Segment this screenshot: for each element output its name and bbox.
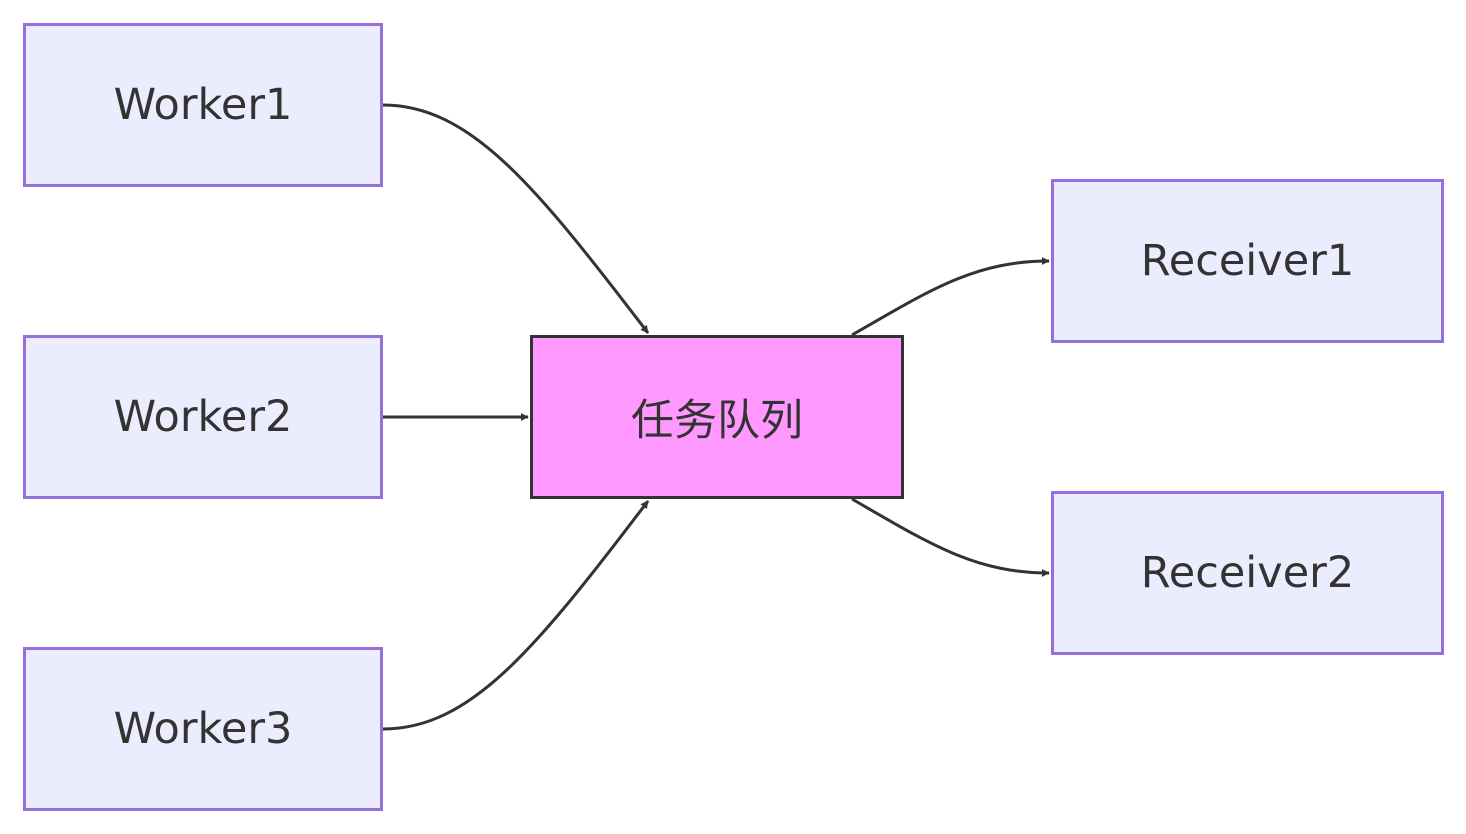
node-worker1: Worker1 bbox=[23, 23, 383, 187]
edge-queue-to-receiver2 bbox=[851, 497, 1050, 577]
node-label-receiver2: Receiver2 bbox=[1140, 548, 1355, 598]
node-task-queue: 任务队列 bbox=[530, 335, 904, 499]
edge-queue-to-receiver1 bbox=[851, 257, 1050, 337]
node-receiver1: Receiver1 bbox=[1051, 179, 1444, 343]
node-label-receiver1: Receiver1 bbox=[1140, 236, 1355, 286]
edge-worker3-to-queue bbox=[382, 500, 650, 731]
node-label-worker3: Worker3 bbox=[113, 704, 293, 754]
node-label-worker2: Worker2 bbox=[113, 392, 293, 442]
node-worker3: Worker3 bbox=[23, 647, 383, 811]
node-worker2: Worker2 bbox=[23, 335, 383, 499]
node-label-task-queue: 任务队列 bbox=[631, 396, 803, 446]
node-receiver2: Receiver2 bbox=[1051, 491, 1444, 655]
node-label-worker1: Worker1 bbox=[113, 80, 293, 130]
edge-worker1-to-queue bbox=[382, 103, 650, 334]
